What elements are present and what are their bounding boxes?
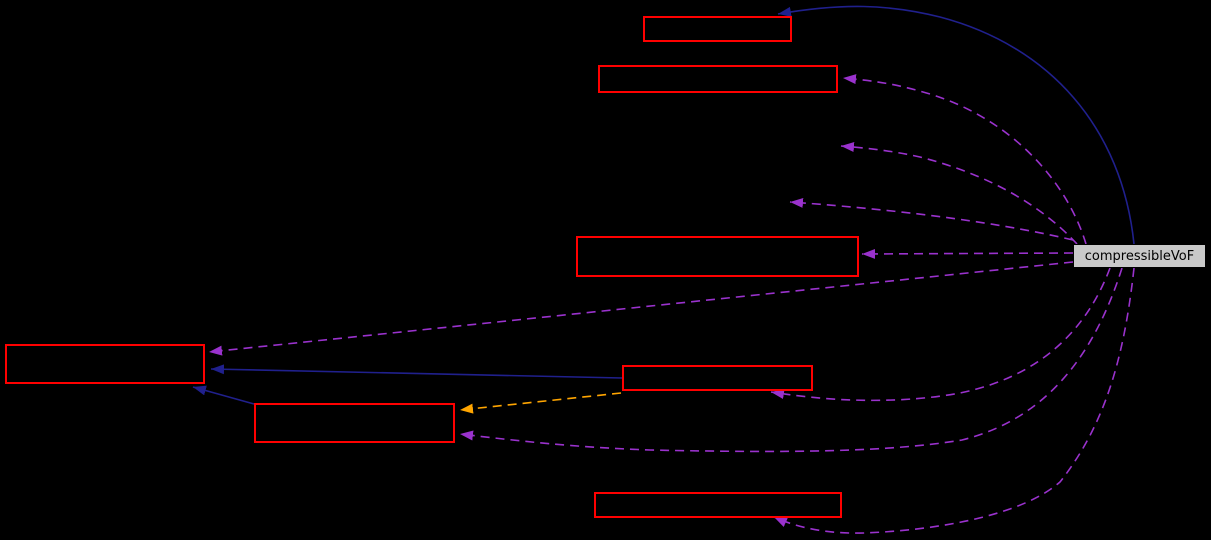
usage-edge-hidden-node-1 (840, 141, 1078, 245)
class-box-second[interactable] (598, 65, 838, 93)
inheritance-edge-lowerleft-to-left (192, 385, 255, 405)
usage-edge-left-box (208, 261, 1074, 356)
inheritance-edge-derived-to-left (210, 364, 623, 379)
usage-edge-hidden-node-2 (789, 197, 1074, 241)
class-box-derived[interactable] (622, 365, 813, 391)
node-compressibleVoF: compressibleVoF (1073, 244, 1206, 268)
template-edge-derived-to-lowerleft (459, 392, 622, 414)
class-box-left[interactable] (5, 344, 205, 384)
usage-edge-derived-box (770, 267, 1111, 402)
usage-edge-middle-box (861, 248, 1074, 259)
class-box-bottom[interactable] (594, 492, 842, 518)
class-box-middle[interactable] (576, 236, 859, 277)
usage-edge-lower-left-box (459, 267, 1123, 453)
inheritance-edge-top (777, 5, 1135, 245)
class-box-top[interactable] (643, 16, 792, 42)
usage-edge-bottom-box (773, 267, 1135, 534)
class-box-lower-left[interactable] (254, 403, 455, 443)
usage-edge-second-box (842, 74, 1087, 245)
